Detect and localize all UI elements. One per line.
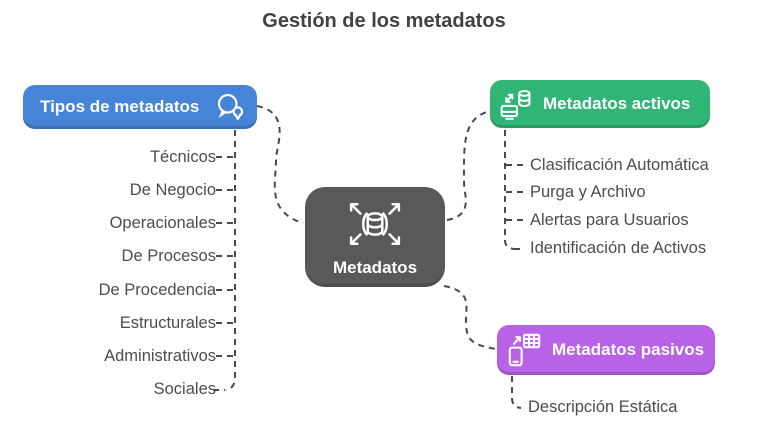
database-expand-icon xyxy=(343,197,407,251)
node-tipos-de-metadatos[interactable]: Tipos de metadatos xyxy=(23,85,257,129)
list-item-alertas-para-usuarios: Alertas para Usuarios xyxy=(530,211,689,229)
list-item-descripcion-estatica: Descripción Estática xyxy=(528,398,678,416)
list-item-sociales: Sociales xyxy=(153,380,216,398)
list-item-estructurales: Estructurales xyxy=(119,314,216,332)
node-label: Tipos de metadatos xyxy=(40,97,200,116)
list-item-purga-y-archivo: Purga y Archivo xyxy=(530,183,646,201)
chat-location-icon xyxy=(214,91,247,123)
node-metadatos-activos[interactable]: Metadatos activos xyxy=(490,80,710,128)
diagram-title: Gestión de los metadatos xyxy=(262,10,506,32)
node-label: Metadatos xyxy=(332,258,418,277)
node-metadatos-pasivos[interactable]: Metadatos pasivos xyxy=(497,325,715,375)
list-item-operacionales: Operacionales xyxy=(109,214,216,232)
list-item-administrativos: Administrativos xyxy=(104,347,216,365)
list-item-de-procedencia: De Procedencia xyxy=(98,281,216,299)
list-item-clasificacion-automatica: Clasificación Automática xyxy=(530,156,709,174)
list-item-identificacion-de-activos: Identificación de Activos xyxy=(530,239,707,257)
list-item-de-procesos: De Procesos xyxy=(121,247,216,265)
node-label: Metadatos pasivos xyxy=(552,340,705,359)
data-sync-icon xyxy=(499,86,533,123)
device-data-icon xyxy=(506,331,542,369)
node-metadatos-root[interactable]: Metadatos xyxy=(305,187,445,287)
node-label: Metadatos activos xyxy=(543,94,691,113)
list-item-de-negocio: De Negocio xyxy=(129,181,216,199)
list-item-tecnicos: Técnicos xyxy=(149,148,216,166)
